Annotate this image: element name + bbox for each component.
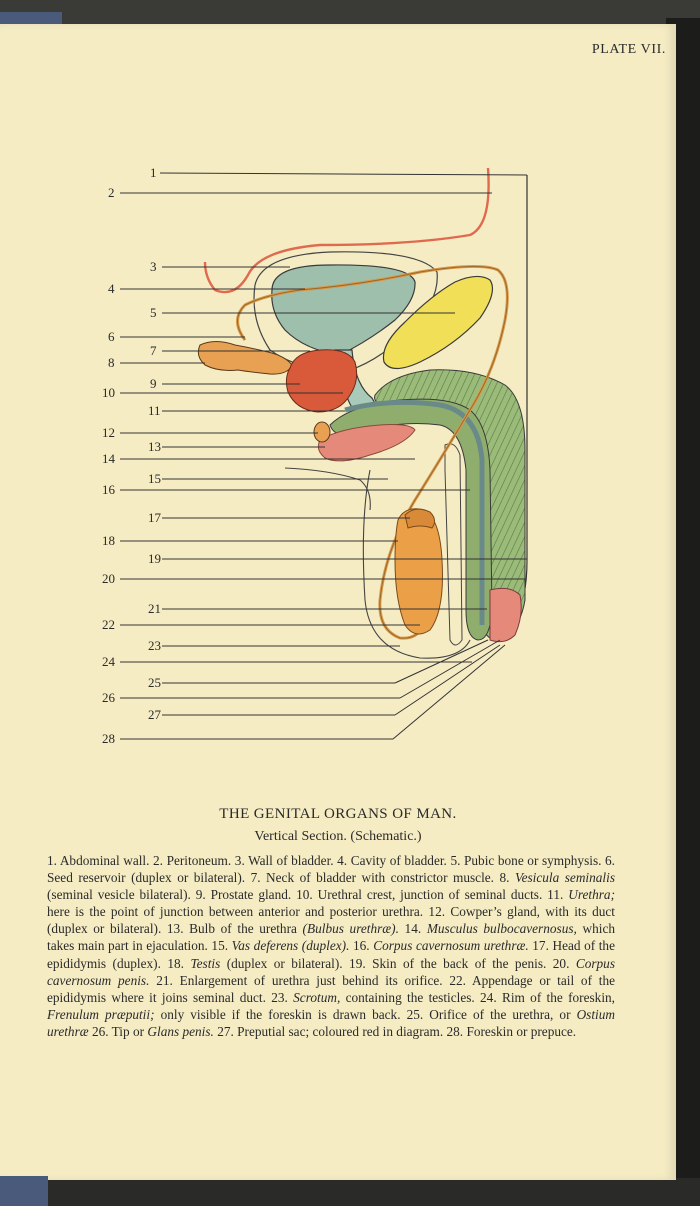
label-4: 4 — [108, 281, 115, 296]
anatomical-diagram: 1 2 3 4 5 6 7 8 9 10 11 12 13 14 15 16 1… — [102, 165, 528, 746]
label-9: 9 — [150, 376, 157, 391]
label-19: 19 — [148, 551, 161, 566]
caption-text: 14. — [398, 921, 427, 937]
caption-italic-term: Glans penis. — [147, 1023, 214, 1039]
caption-italic-term: Corpus cavernosum penis. — [47, 955, 616, 988]
caption-text: 17. Head of the epididymis (duplex). 18. — [47, 938, 615, 971]
caption-text: 1. Abdominal wall. 2. Peritoneum. 3. Wal… — [47, 853, 615, 886]
figure-subtitle: Vertical Section. (Schematic.) — [254, 829, 422, 844]
caption-italic-term: Vas deferens (duplex). — [231, 938, 350, 954]
figure-labels: 1 2 3 4 5 6 7 8 9 10 11 12 13 14 15 16 1… — [102, 165, 162, 746]
label-20: 20 — [102, 571, 115, 586]
testis — [394, 508, 443, 635]
pubic-bone — [382, 275, 493, 370]
caption-text: 27. Preputial sac; coloured red in diagr… — [213, 1023, 577, 1039]
caption-text: here is the point of junction between an… — [47, 904, 615, 937]
label-1: 1 — [150, 165, 157, 180]
label-25: 25 — [148, 675, 161, 690]
label-17: 17 — [148, 510, 162, 525]
caption-italic-term: Ostium urethræ — [47, 1006, 615, 1039]
corpus-cavernosum-penis — [444, 443, 463, 646]
epididymis-head — [404, 508, 436, 529]
glans-penis — [489, 587, 522, 643]
binding-tab-top — [0, 12, 62, 24]
caption-text: which takes main part in ejaculation. 15… — [47, 921, 615, 954]
caption-italic-term: Corpus cavernosum urethræ. — [373, 938, 529, 954]
label-28: 28 — [102, 731, 115, 746]
caption-italic-term: Musculus bulbocavernosus, — [426, 921, 577, 937]
label-27: 27 — [148, 707, 162, 722]
scrotum — [362, 469, 471, 659]
label-22: 22 — [102, 617, 115, 632]
label-6: 6 — [108, 329, 115, 344]
figure-title: THE GENITAL ORGANS OF MAN. — [219, 806, 457, 822]
caption-italic-term: Urethra; — [568, 887, 615, 903]
label-14: 14 — [102, 451, 116, 466]
caption-italic-term: Scrotum, — [293, 989, 341, 1005]
label-18: 18 — [102, 533, 115, 548]
label-11: 11 — [148, 403, 161, 418]
caption-italic-term: Frenulum præputii; — [47, 1006, 155, 1022]
label-8: 8 — [108, 355, 115, 370]
label-3: 3 — [150, 259, 157, 274]
plate-label: PLATE VII. — [591, 42, 666, 57]
caption-text: containing the testicles. 24. Rim of the… — [340, 989, 615, 1005]
caption-italic-term: Testis — [190, 955, 221, 971]
peritoneum — [203, 167, 490, 294]
label-12: 12 — [102, 425, 115, 440]
book-edge-top — [0, 0, 700, 24]
book-page — [0, 24, 676, 1180]
seminal-vesicle — [197, 341, 293, 375]
prostate — [285, 349, 358, 413]
caption-text: 21. Enlargement of urethra just behind i… — [47, 972, 616, 1005]
label-16: 16 — [102, 482, 116, 497]
caption-text: 26. Tip or — [88, 1023, 148, 1039]
label-7: 7 — [150, 343, 157, 358]
urethral-bulb — [317, 424, 416, 462]
caption-text: 16. — [349, 938, 374, 954]
figure-caption: 1. Abdominal wall. 2. Peritoneum. 3. Wal… — [47, 852, 615, 1040]
label-2: 2 — [108, 185, 115, 200]
vas-deferens-outline — [237, 265, 508, 639]
label-13: 13 — [148, 439, 161, 454]
caption-text: (duplex or bilateral). 19. Skin of the b… — [220, 955, 576, 971]
label-26: 26 — [102, 690, 116, 705]
label-5: 5 — [150, 305, 157, 320]
perineum-skin — [284, 467, 371, 511]
urethra — [344, 399, 485, 625]
label-15: 15 — [148, 471, 161, 486]
label-10: 10 — [102, 385, 115, 400]
label-23: 23 — [148, 638, 161, 653]
caption-italic-term: (Bulbus urethræ). — [302, 921, 399, 937]
caption-text: (seminal vesicle bilateral). 9. Prostate… — [47, 887, 569, 903]
caption-text: only visible if the foreskin is drawn ba… — [154, 1006, 577, 1022]
binding-tab-bottom — [0, 1176, 48, 1206]
leader-lines — [120, 172, 528, 740]
caption-italic-term: Vesicula seminalis — [514, 870, 615, 886]
bladder-cavity — [271, 264, 416, 356]
cowpers-gland — [313, 421, 331, 443]
label-21: 21 — [148, 601, 161, 616]
label-24: 24 — [102, 654, 116, 669]
